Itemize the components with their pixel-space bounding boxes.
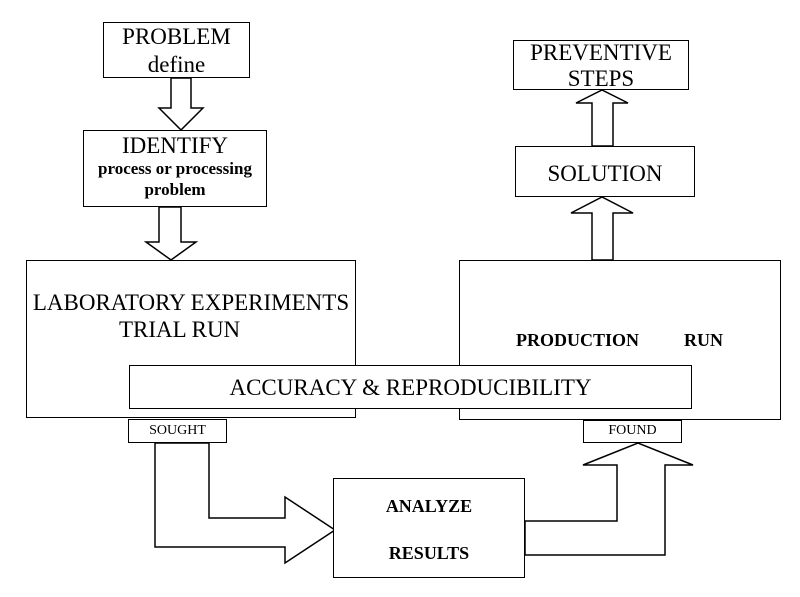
arrow-analyze-to-found (524, 442, 694, 556)
preventive-steps-box (513, 40, 689, 90)
accuracy-reproducibility-label: ACCURACY & REPRODUCIBILITY (229, 375, 592, 400)
analyze-label: ANALYZE (385, 496, 473, 516)
problem-subtitle: define (147, 52, 206, 77)
trial-run-label: TRIAL RUN (119, 317, 241, 342)
sought-label-box (128, 419, 227, 443)
results-label: RESULTS (388, 543, 470, 563)
identify-title: IDENTIFY (121, 133, 229, 158)
found-label-box (583, 420, 682, 443)
sought-label: SOUGHT (149, 423, 206, 438)
identify-line3: problem (144, 180, 206, 199)
analyze-results-box (333, 478, 525, 578)
production-word: PRODUCTION (516, 330, 640, 350)
solution-box (515, 146, 695, 197)
laboratory-title: LABORATORY EXPERIMENTS (32, 290, 350, 315)
problem-title: PROBLEM (122, 24, 231, 49)
found-label: FOUND (608, 423, 657, 438)
arrow-identify-to-lab (143, 206, 199, 261)
identify-box (83, 130, 267, 207)
problem-box (103, 22, 250, 78)
arrow-production-to-solution (570, 196, 634, 261)
identify-line2: process or processing (98, 159, 252, 178)
run-word: RUN (684, 330, 723, 350)
arrow-sought-to-analyze (154, 442, 337, 565)
arrow-problem-to-identify (157, 77, 205, 132)
preventive-title: PREVENTIVE (530, 40, 672, 65)
solution-label: SOLUTION (547, 161, 663, 186)
steps-label: STEPS (567, 66, 635, 91)
arrow-solution-to-preventive (575, 89, 629, 147)
accuracy-reproducibility-bar (129, 365, 692, 409)
